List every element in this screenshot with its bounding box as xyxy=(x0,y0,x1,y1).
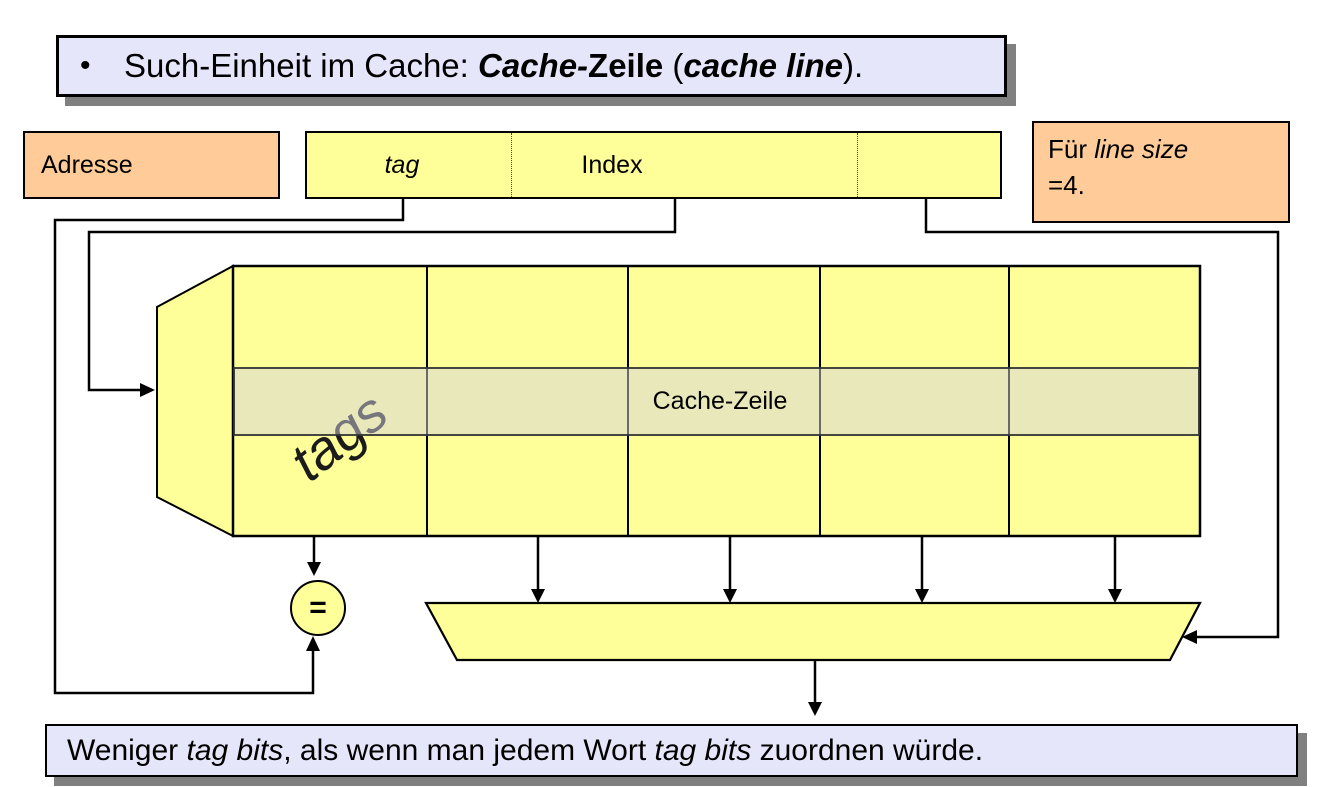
arrowhead-down xyxy=(531,589,545,603)
comparator-circle: = xyxy=(290,580,346,636)
bottom-banner: Weniger tag bits, als wenn man jedem Wor… xyxy=(45,724,1298,777)
tag-wire xyxy=(53,199,405,695)
tag-array-shape xyxy=(156,264,234,538)
comparator-equals: = xyxy=(309,591,327,624)
bullet: • xyxy=(80,49,91,82)
offset-select-wire xyxy=(924,199,1280,639)
cache-line-label: Cache-Zeile xyxy=(652,387,788,415)
line-size-note-line2: =4. xyxy=(1048,170,1085,201)
arrowhead-down xyxy=(915,589,929,603)
arrowhead-left-mux-select xyxy=(1182,630,1197,644)
adresse-label: Adresse xyxy=(41,150,133,179)
top-banner: • Such-Einheit im Cache: Cache-Zeile (ca… xyxy=(56,35,1007,97)
line-size-note: Für line size =4. xyxy=(1032,121,1290,223)
arrowhead-down xyxy=(723,589,737,603)
mux xyxy=(424,601,1202,662)
index-wire xyxy=(87,199,677,392)
arrowhead-right-index xyxy=(140,383,155,397)
bottom-banner-text: Weniger tag bits, als wenn man jedem Wor… xyxy=(67,733,984,767)
adresse-box: Adresse xyxy=(23,131,280,199)
arrowhead-up-comparator xyxy=(306,636,320,651)
line-size-note-line1: Für line size xyxy=(1048,134,1189,164)
tag-segment-label: tag xyxy=(384,150,420,179)
top-banner-text: Such-Einheit im Cache: Cache-Zeile (cach… xyxy=(124,47,864,84)
index-segment-label: Index xyxy=(581,150,643,179)
arrowhead-down-output xyxy=(808,702,822,716)
field-divider-tag-index xyxy=(511,133,512,197)
field-divider-index-offset xyxy=(857,133,858,197)
arrowhead-down xyxy=(307,562,321,576)
address-field: tag Index xyxy=(305,131,1002,199)
cache-line-row xyxy=(233,367,1200,436)
arrowhead-down xyxy=(1108,589,1122,603)
